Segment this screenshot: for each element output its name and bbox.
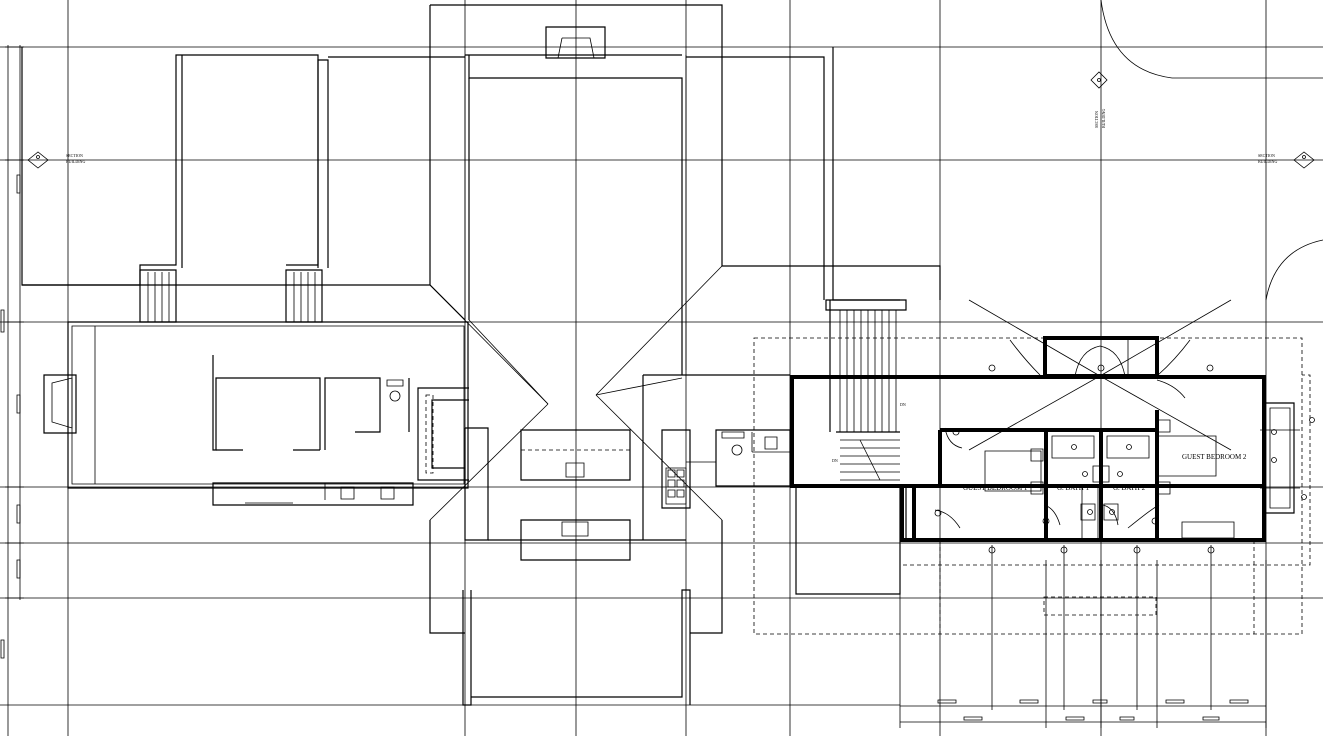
section-marker-right: SECTION BUILDING — [1258, 151, 1315, 169]
bottom-dimension-string — [900, 545, 1266, 728]
room-labels: GUEST BEDROOM 1 GUEST BEDROOM 2 G. BATH … — [832, 402, 1247, 492]
section-marker-top: SECTION BUILDING — [1090, 71, 1108, 128]
center-pavilion — [430, 428, 722, 705]
guest-bedroom-2-label: GUEST BEDROOM 2 — [1182, 453, 1247, 461]
section-marker-left: SECTION BUILDING — [27, 151, 85, 169]
connector — [643, 375, 790, 540]
section-marker-right-line2: BUILDING — [1258, 159, 1277, 164]
left-steps-1 — [140, 270, 176, 322]
right-wing — [792, 300, 1315, 594]
section-marker-right-line1: SECTION — [1258, 153, 1275, 158]
section-marker-left-line2: BUILDING — [66, 159, 85, 164]
guest-bedroom-1-label: GUEST BEDROOM 1 — [963, 484, 1028, 492]
left-wing — [44, 270, 469, 505]
section-marker-top-line2: BUILDING — [1101, 109, 1106, 128]
g-bath-2-label: G. BATH 2 — [1113, 484, 1146, 492]
left-dimension-string — [1, 45, 24, 736]
section-marker-top-line1: SECTION — [1094, 111, 1099, 128]
stair-dn-label-2: DN — [832, 458, 838, 463]
roof-outline — [22, 0, 1323, 520]
left-steps-2 — [286, 270, 322, 322]
g-bath-1-label: G. BATH 1 — [1057, 484, 1090, 492]
section-marker-left-line1: SECTION — [66, 153, 83, 158]
stair-dn-label-1: DN — [900, 402, 906, 407]
